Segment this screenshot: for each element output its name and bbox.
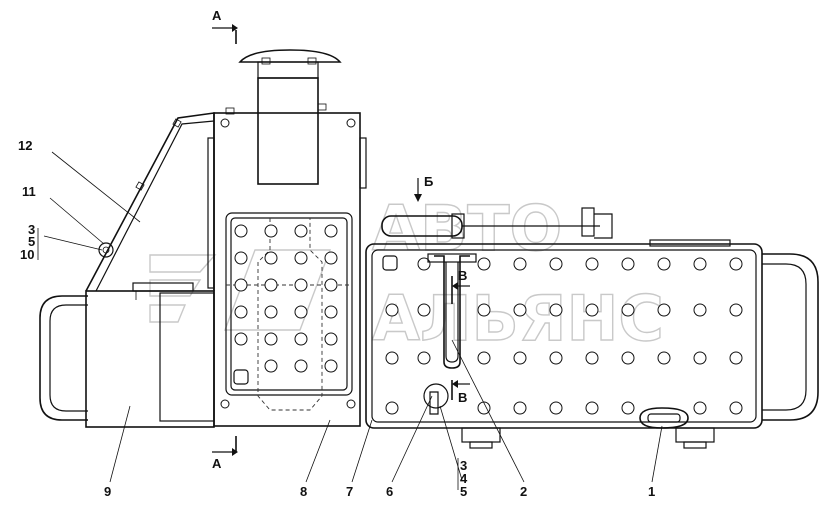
perforation-hole bbox=[585, 401, 599, 415]
left-handle bbox=[39, 295, 88, 421]
perforation-hole bbox=[549, 401, 563, 415]
perforation-hole bbox=[549, 257, 563, 271]
perforation-hole bbox=[657, 257, 671, 271]
perforation-hole bbox=[324, 359, 338, 373]
perforation-hole bbox=[621, 257, 635, 271]
perforation-hole bbox=[294, 224, 308, 238]
perforation-hole bbox=[621, 351, 635, 365]
callout-3-right: 3 bbox=[460, 458, 467, 473]
perforation-hole bbox=[324, 251, 338, 265]
perforation-hole bbox=[585, 303, 599, 317]
section-label-a-top: А bbox=[212, 8, 222, 23]
motor-assembly bbox=[225, 49, 342, 185]
perforation-hole bbox=[234, 278, 248, 292]
callout-1: 1 bbox=[648, 484, 655, 499]
perforation-hole bbox=[294, 278, 308, 292]
right-tray bbox=[365, 239, 763, 449]
callout-7: 7 bbox=[346, 484, 353, 499]
perforation-hole bbox=[264, 332, 278, 346]
perforation-hole bbox=[294, 359, 308, 373]
section-v-v bbox=[451, 276, 470, 400]
callout-10: 10 bbox=[20, 247, 34, 262]
perforation-hole bbox=[294, 332, 308, 346]
perforation-hole bbox=[324, 305, 338, 319]
perforation-hole bbox=[324, 332, 338, 346]
perforation-hole bbox=[234, 224, 248, 238]
perforation-hole bbox=[294, 305, 308, 319]
callout-labels: 12 11 3 5 10 9 8 7 6 3 4 5 2 1 bbox=[18, 138, 655, 499]
perforation-hole bbox=[657, 303, 671, 317]
perforation-hole bbox=[264, 359, 278, 373]
perforation-hole bbox=[294, 251, 308, 265]
perforation-hole bbox=[513, 401, 527, 415]
central-perforation bbox=[234, 224, 338, 373]
leader-lines bbox=[37, 151, 663, 490]
perforation-hole bbox=[477, 351, 491, 365]
perforation-hole bbox=[477, 401, 491, 415]
tray-perforation bbox=[385, 257, 743, 415]
perforation-hole bbox=[234, 305, 248, 319]
callout-12: 12 bbox=[18, 138, 32, 153]
section-a-a bbox=[212, 24, 238, 456]
watermark: АВТО АЛЬЯНС bbox=[149, 191, 665, 356]
perforation-hole bbox=[585, 257, 599, 271]
perforation-hole bbox=[234, 332, 248, 346]
section-labels: А А Б В В bbox=[212, 8, 467, 471]
perforation-hole bbox=[385, 401, 399, 415]
perforation-hole bbox=[385, 351, 399, 365]
perforation-hole bbox=[513, 303, 527, 317]
perforation-hole bbox=[513, 351, 527, 365]
watermark-line2: АЛЬЯНС bbox=[372, 282, 664, 355]
perforation-hole bbox=[324, 224, 338, 238]
callout-3-left: 3 bbox=[28, 222, 35, 237]
perforation-hole bbox=[417, 303, 431, 317]
callout-9: 9 bbox=[104, 484, 111, 499]
section-b bbox=[414, 178, 422, 202]
perforation-hole bbox=[585, 351, 599, 365]
perforation-hole bbox=[549, 303, 563, 317]
perforation-hole bbox=[234, 251, 248, 265]
perforation-hole bbox=[729, 401, 743, 415]
watermark-line1: АВТО bbox=[372, 192, 562, 265]
perforation-hole bbox=[693, 303, 707, 317]
section-label-a-bottom: А bbox=[212, 456, 222, 471]
perforation-hole bbox=[385, 303, 399, 317]
perforation-hole bbox=[477, 257, 491, 271]
perforation-hole bbox=[264, 278, 278, 292]
perforation-hole bbox=[264, 224, 278, 238]
callout-6: 6 bbox=[386, 484, 393, 499]
callout-2: 2 bbox=[520, 484, 527, 499]
perforation-hole bbox=[264, 305, 278, 319]
central-block bbox=[207, 112, 367, 427]
perforation-hole bbox=[657, 351, 671, 365]
perforation-hole bbox=[264, 251, 278, 265]
perforation-hole bbox=[729, 257, 743, 271]
callout-8: 8 bbox=[300, 484, 307, 499]
callout-5-left: 5 bbox=[28, 234, 35, 249]
perforation-hole bbox=[621, 303, 635, 317]
section-label-v-bottom: В bbox=[458, 390, 467, 405]
perforation-hole bbox=[324, 278, 338, 292]
callout-11: 11 bbox=[22, 184, 36, 199]
section-label-b: Б bbox=[424, 174, 433, 189]
section-label-v-top: В bbox=[458, 268, 467, 283]
perforation-hole bbox=[417, 257, 431, 271]
perforation-hole bbox=[513, 257, 527, 271]
perforation-hole bbox=[693, 401, 707, 415]
callout-4: 4 bbox=[460, 471, 468, 486]
perforation-hole bbox=[621, 401, 635, 415]
perforation-hole bbox=[549, 351, 563, 365]
perforation-hole bbox=[693, 351, 707, 365]
perforation-hole bbox=[693, 257, 707, 271]
perforation-hole bbox=[417, 351, 431, 365]
perforation-hole bbox=[729, 303, 743, 317]
perforation-hole bbox=[729, 351, 743, 365]
connecting-tube bbox=[381, 207, 613, 239]
callout-5-right: 5 bbox=[460, 484, 467, 499]
right-handle bbox=[762, 253, 819, 421]
perforation-hole bbox=[477, 303, 491, 317]
